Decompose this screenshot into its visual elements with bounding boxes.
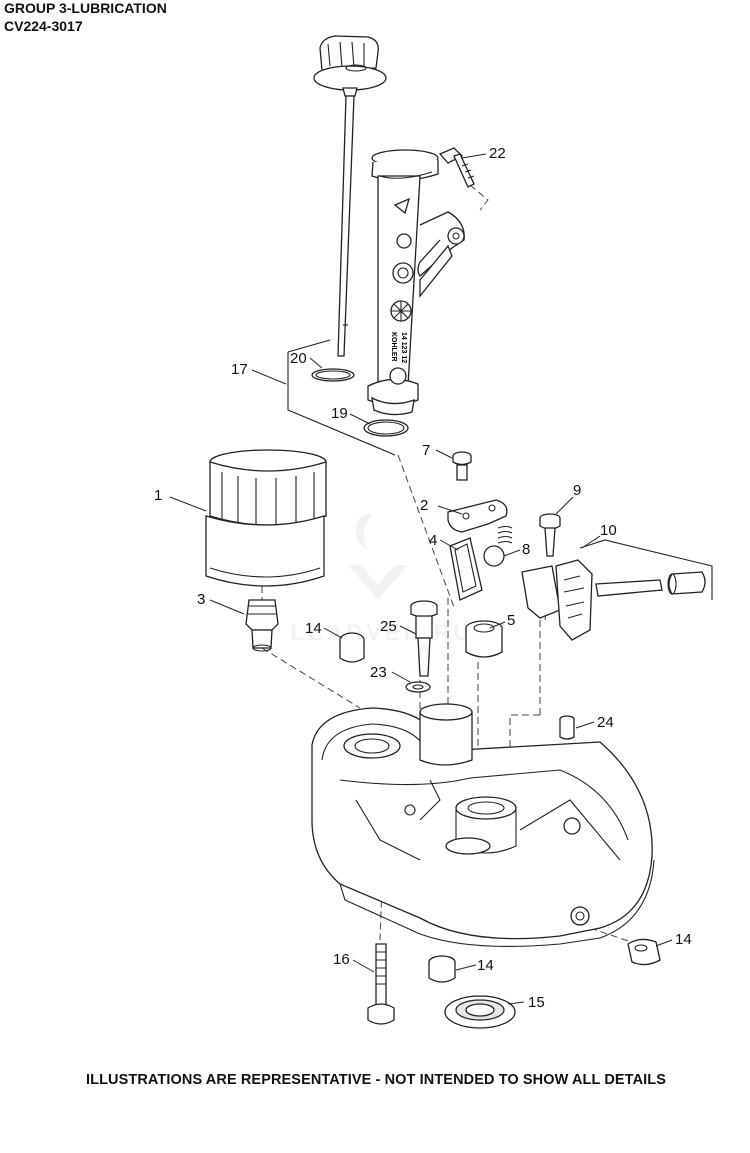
- callout-7: 7: [422, 442, 430, 459]
- watermark-logo: LEADVEN.RU: [290, 513, 473, 645]
- bolt-7: [452, 451, 472, 481]
- callout-15: 15: [528, 994, 545, 1011]
- callout-9: 9: [573, 482, 581, 499]
- filter-adapter: [245, 599, 279, 652]
- pressure-plate: [447, 499, 508, 533]
- washer-23: [405, 681, 431, 693]
- callout-22: 22: [489, 145, 506, 162]
- spring: [497, 525, 513, 544]
- callout-4: 4: [429, 532, 437, 549]
- callout-leaders: [169, 153, 673, 1005]
- callout-19: 19: [331, 405, 348, 422]
- callout-24: 24: [597, 714, 614, 731]
- watermark-text: LEADVEN.RU: [290, 620, 473, 645]
- callout-25: 25: [380, 618, 397, 635]
- check-ball: [483, 545, 505, 567]
- bolt-9: [539, 513, 561, 557]
- callout-16: 16: [333, 951, 350, 968]
- tube-marking-brand: KOHLER: [390, 332, 397, 362]
- oil-pump-assembly: [521, 539, 713, 641]
- screw-16: [367, 943, 395, 1025]
- plug-14-upper: [339, 632, 365, 663]
- model-number: CV224-3017: [4, 18, 83, 34]
- o-ring-19: [363, 419, 409, 437]
- callout-10: 10: [600, 522, 617, 539]
- callout-2: 2: [420, 497, 428, 514]
- plug-14-right: [627, 938, 661, 966]
- callout-17: 17: [231, 361, 248, 378]
- screw-25: [410, 600, 438, 677]
- callout-3: 3: [197, 591, 205, 608]
- crankcase-cover: [311, 703, 655, 947]
- screw-22: [438, 147, 475, 188]
- disclaimer-footer: ILLUSTRATIONS ARE REPRESENTATIVE - NOT I…: [86, 1072, 666, 1088]
- oil-pump-rotor: [465, 620, 503, 658]
- group-bracket: [287, 339, 396, 456]
- plug-14-lower: [428, 955, 456, 983]
- callout-8: 8: [522, 541, 530, 558]
- dowel-pin-24: [559, 715, 575, 740]
- dipstick-tube: KOHLER 14 123 12: [367, 149, 465, 416]
- tube-marking-number: 14 123 12: [400, 332, 407, 363]
- callout-20: 20: [290, 350, 307, 367]
- group-bracket-10: [579, 539, 713, 600]
- page-title: GROUP 3-LUBRICATION: [4, 0, 167, 16]
- callout-5: 5: [507, 612, 515, 629]
- callout-14-right: 14: [675, 931, 692, 948]
- callout-14-upper: 14: [305, 620, 322, 637]
- callout-1: 1: [154, 487, 162, 504]
- callout-23: 23: [370, 664, 387, 681]
- callout-14-lower: 14: [477, 957, 494, 974]
- gasket: [449, 537, 483, 601]
- dipstick: [313, 35, 387, 357]
- oil-filter: [205, 449, 327, 587]
- oil-seal: [444, 995, 516, 1029]
